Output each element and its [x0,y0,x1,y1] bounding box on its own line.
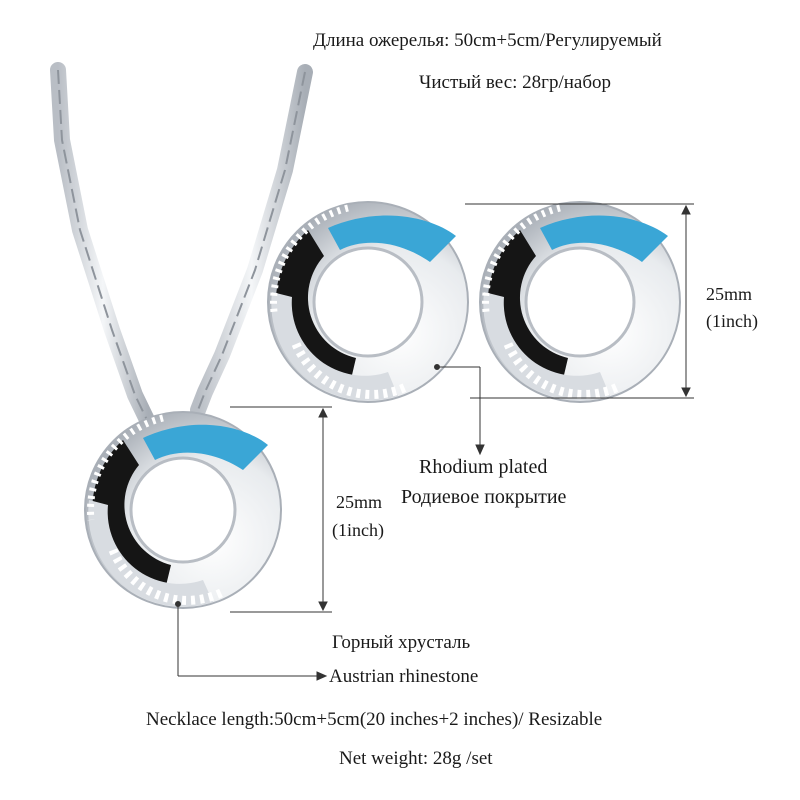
earring-size-mm: 25mm [706,284,753,304]
pendant-size-mm: 25mm [336,492,383,512]
plating-label-en: Rhodium plated [419,456,548,478]
spec-length-en: Necklace length:50cm+5cm(20 inches+2 inc… [146,709,603,730]
spec-weight-ru: Чистый вес: 28гр/набор [419,72,612,93]
stone-label-ru: Горный хрусталь [332,632,471,653]
earring-size-inch: (1inch) [706,311,758,331]
earring-dimension-lines [465,203,694,399]
pendant-dimension-lines [230,406,332,613]
earring-left [267,201,469,403]
rhinestone-pointer [175,601,328,681]
spec-length-ru: Длина ожерелья: 50cm+5cm/Регулируемый [313,30,662,51]
pendant [84,411,282,609]
necklace-chain [50,62,313,430]
plating-label-ru: Родиевое покрытие [401,486,567,508]
spec-weight-en: Net weight: 28g /set [339,748,493,769]
rhodium-pointer [434,364,485,456]
stone-label-en: Austrian rhinestone [329,666,479,687]
earring-right [479,201,681,403]
pendant-size-inch: (1inch) [332,520,384,540]
